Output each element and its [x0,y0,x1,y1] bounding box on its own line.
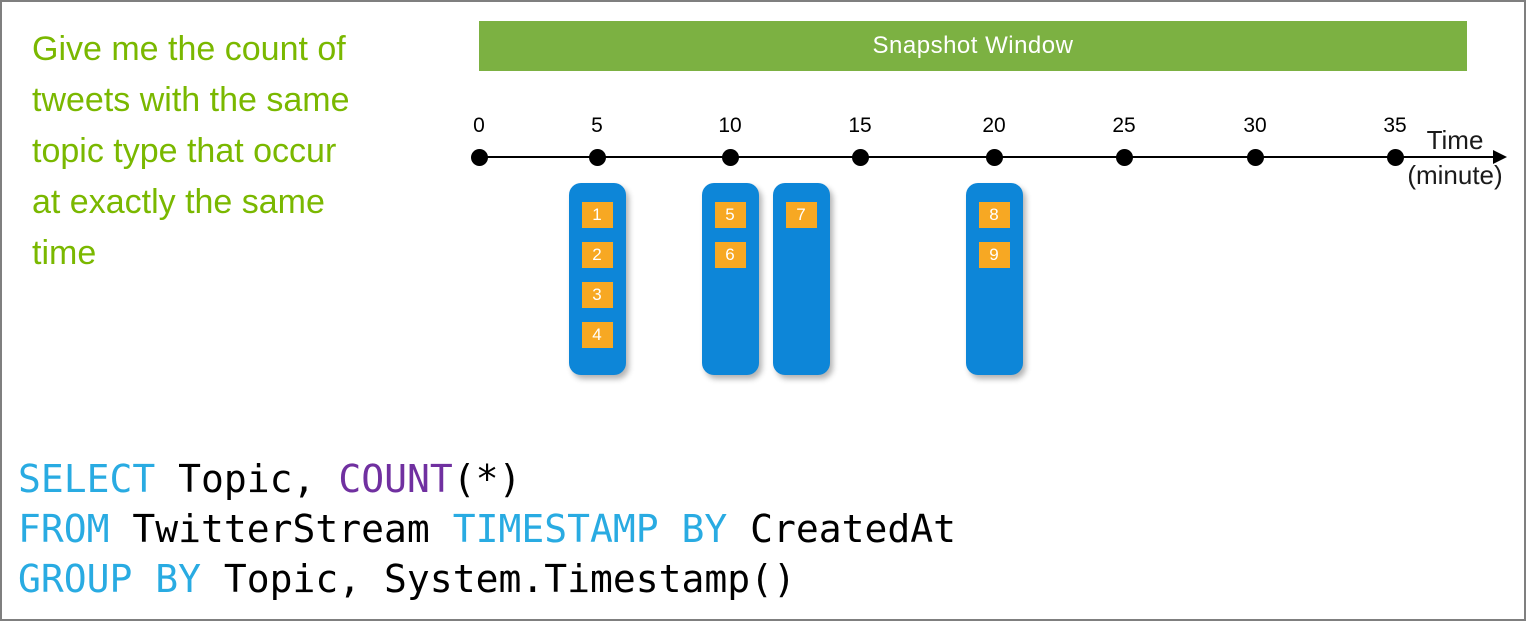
timeline-tick-label-5: 5 [591,114,603,137]
timeline-tick-label-20: 20 [982,114,1006,137]
timeline-dot-30 [1246,149,1264,166]
sql-token-plain: Topic, System.Timestamp() [201,557,796,601]
event-8: 8 [978,202,1010,228]
sql-token-function: COUNT [338,457,453,501]
snapshot-window-group-t5: 1 2 3 4 [568,183,626,375]
timeline-dot-0 [470,149,488,166]
sql-token-keyword: TIMESTAMP BY [452,507,728,551]
axis-label: Time (minute) [1405,123,1505,193]
snapshot-window-banner: Snapshot Window [479,21,1467,71]
timeline-dot-10 [721,149,739,166]
event-6: 6 [714,242,746,268]
axis-label-minute: (minute) [1407,160,1503,190]
sql-token-plain: TwitterStream [109,507,453,551]
timeline-dot-25 [1115,149,1133,166]
sql-token-plain: (*) [452,457,522,501]
timeline-tick-label-30: 30 [1243,114,1267,137]
sql-token-keyword: GROUP BY [18,557,202,601]
timeline-dot-5 [588,149,606,166]
event-2: 2 [581,242,613,268]
timeline-tick-label-10: 10 [718,114,742,137]
sql-token-plain: Topic, [155,457,339,501]
event-7: 7 [785,202,817,228]
timeline-dot-35 [1386,149,1404,166]
timeline-tick-label-25: 25 [1112,114,1136,137]
timeline-arrowhead-icon [1493,150,1507,164]
event-9: 9 [978,242,1010,268]
sql-line-2: FROM TwitterStream TIMESTAMP BY CreatedA… [18,504,956,554]
timeline-tick-label-35: 35 [1383,114,1407,137]
timeline-tick-label-15: 15 [848,114,872,137]
sql-token-keyword: FROM [18,507,110,551]
event-3: 3 [581,282,613,308]
sql-token-plain: CreatedAt [727,507,957,551]
sql-line-1: SELECT Topic, COUNT(*) [18,454,956,504]
event-1: 1 [581,202,613,228]
sql-token-keyword: SELECT [18,457,156,501]
event-4: 4 [581,322,613,348]
sql-line-3: GROUP BY Topic, System.Timestamp() [18,554,956,604]
timeline-dot-15 [851,149,869,166]
timeline-dot-20 [985,149,1003,166]
timeline-tick-label-0: 0 [473,114,485,137]
sql-query: SELECT Topic, COUNT(*)FROM TwitterStream… [18,454,956,604]
snapshot-window-group-t12.5: 7 [772,183,830,375]
event-5: 5 [714,202,746,228]
snapshot-window-banner-label: Snapshot Window [872,32,1074,59]
question-text: Give me the count of tweets with the sam… [32,30,350,272]
axis-label-time: Time [1426,125,1484,155]
